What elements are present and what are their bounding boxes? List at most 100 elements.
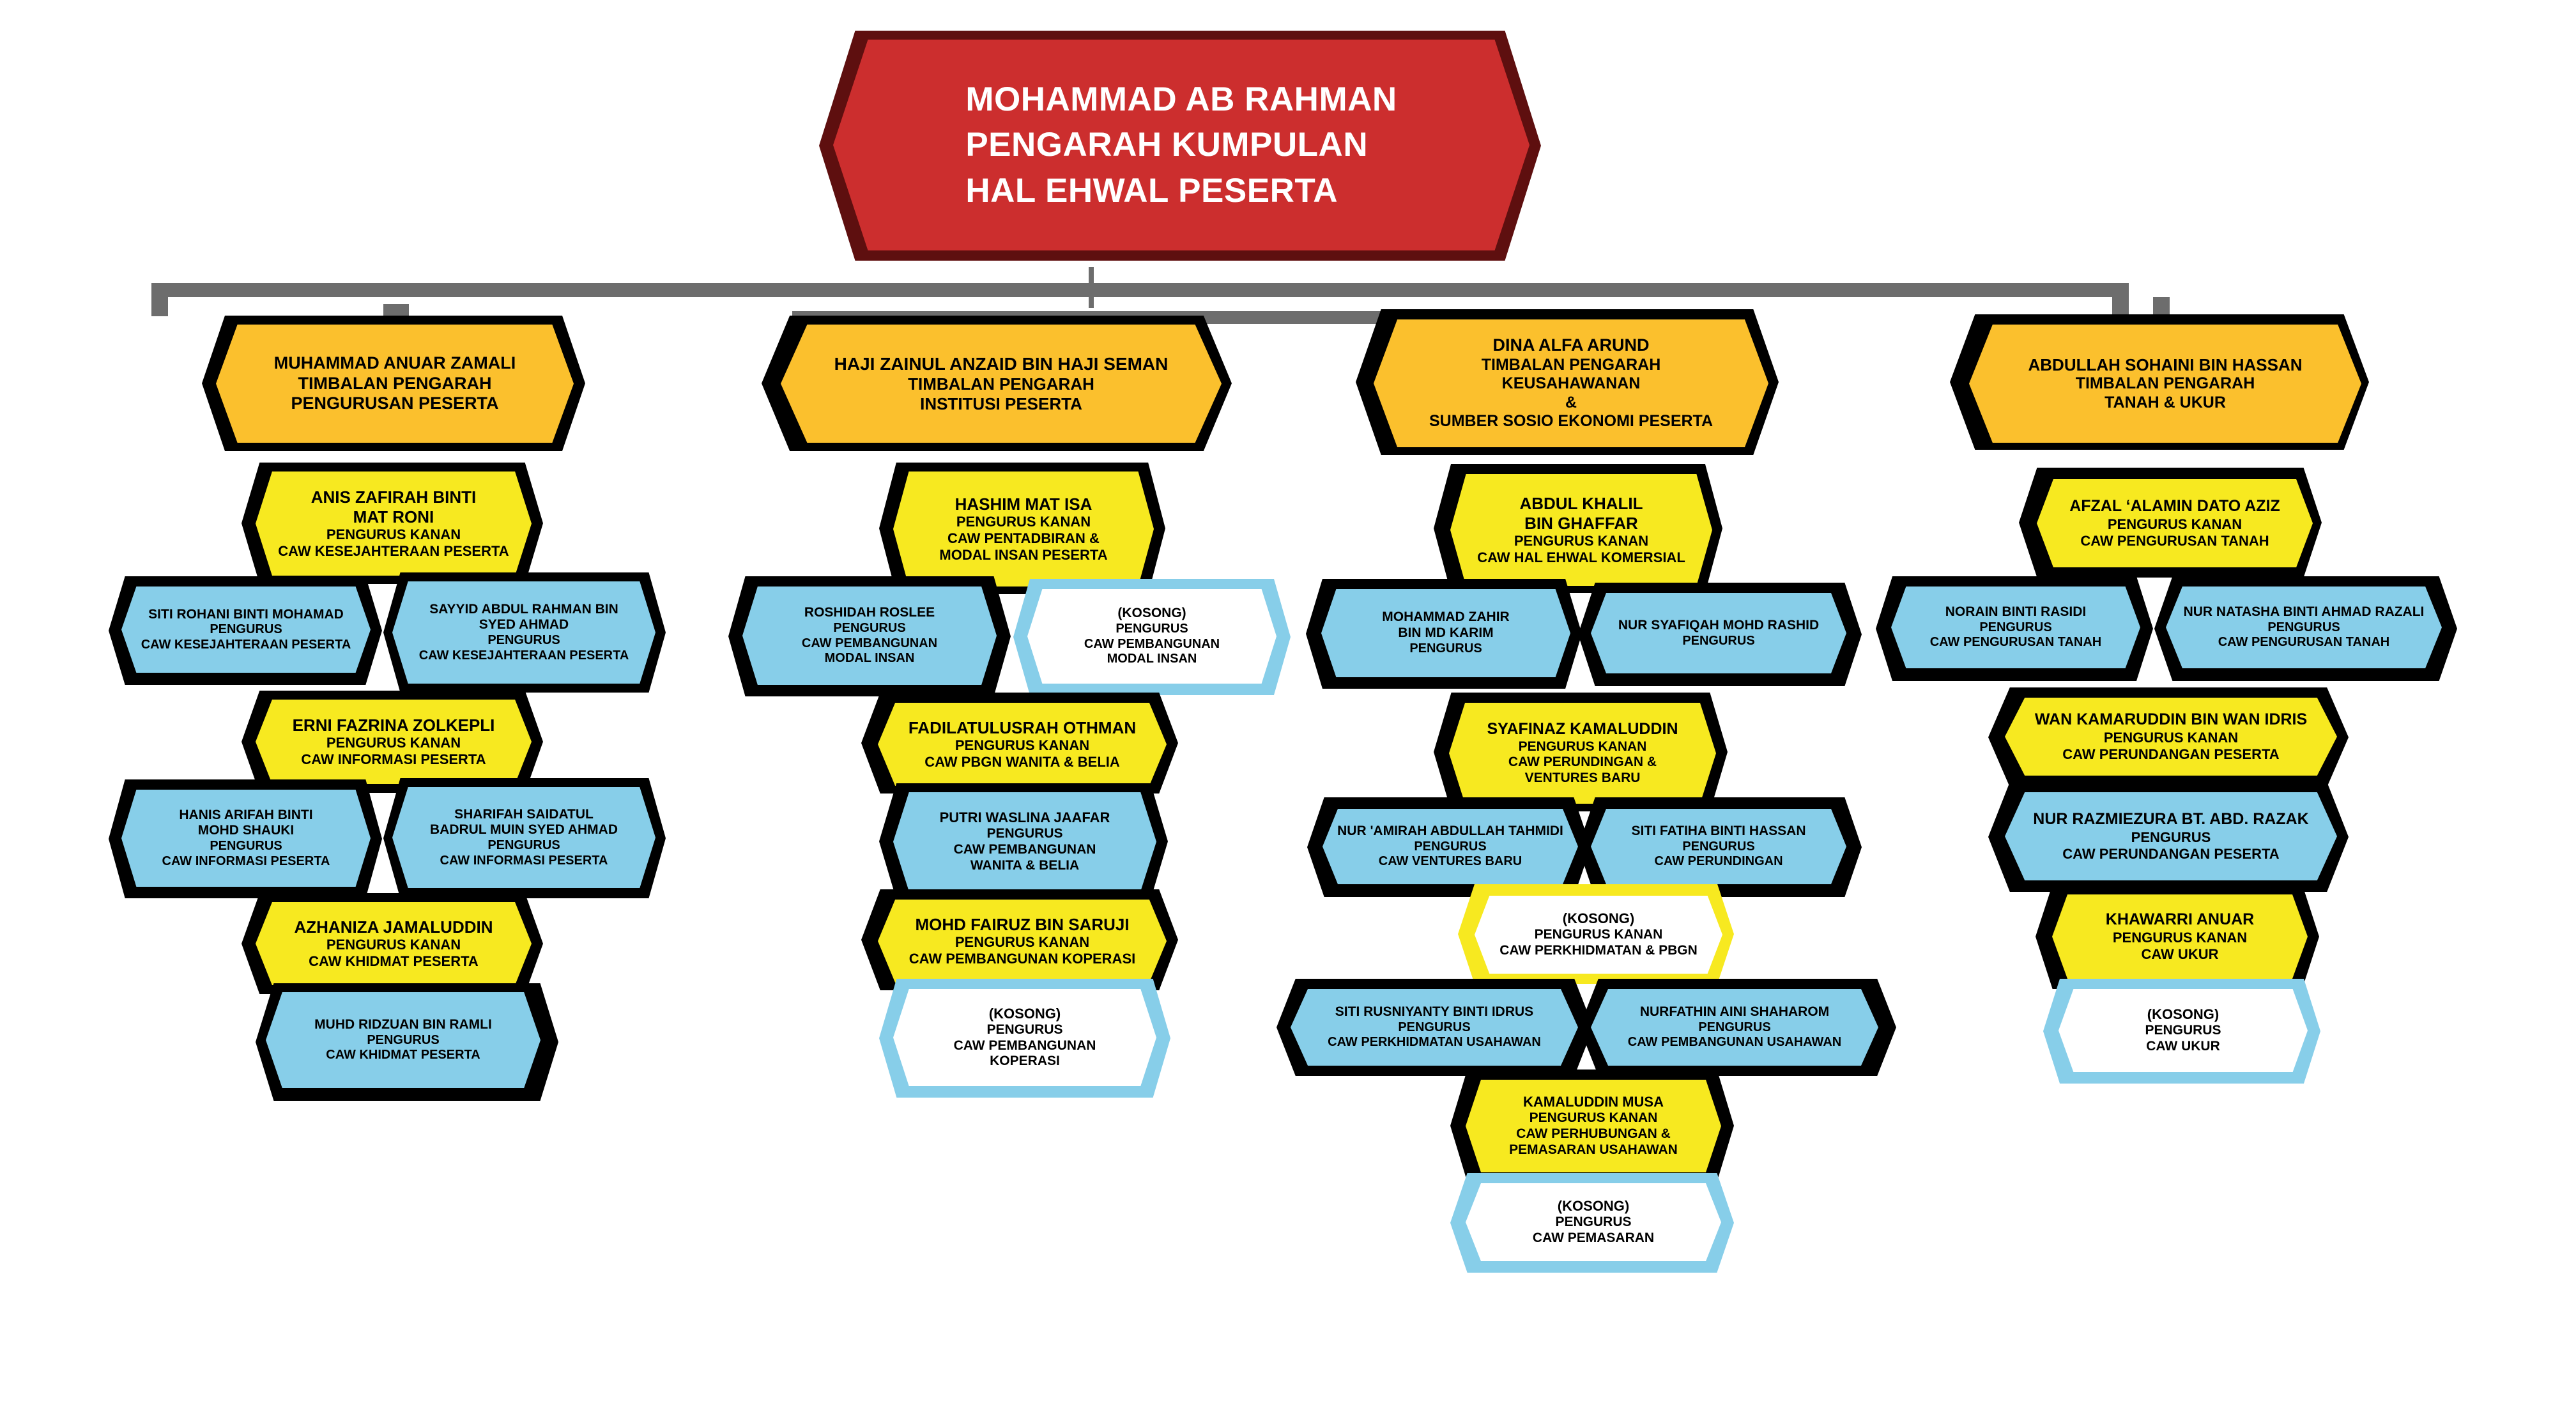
node-person-name: ERNI FAZRINA ZOLKEPLI: [292, 715, 495, 735]
node-position-title: PENGURUS KANAN: [1529, 1110, 1658, 1126]
node-person-name: ABDUL KHALIL: [1519, 493, 1643, 513]
node-position-title: PENGURUS: [833, 620, 906, 635]
node-person-name-cont: BIN GHAFFAR: [1524, 513, 1638, 533]
node-position-title: PENGURUS KANAN: [326, 937, 461, 953]
node-person-name: KAMALUDDIN MUSA: [1523, 1094, 1664, 1110]
node-person-name: ANIS ZAFIRAH BINTI: [310, 487, 477, 507]
node-person-name: MOHAMMAD ZAHIR: [1382, 610, 1510, 625]
node-position-title: PENGURUS: [1979, 620, 2052, 634]
node-person-name: HAJI ZAINUL ANZAID BIN HAJI SEMAN: [834, 354, 1169, 374]
node-position-title: PENGURUS: [2131, 829, 2211, 845]
node-person-name: AFZAL ‘ALAMIN DATO AZIZ: [2069, 497, 2280, 516]
node-person-name: DINA ALFA ARUND: [1492, 335, 1650, 355]
node-department: CAW UKUR: [2146, 1038, 2220, 1054]
node-person-name: FADILATULUSRAH OTHMAN: [908, 717, 1137, 737]
node-department: VENTURES BARU: [1524, 770, 1641, 786]
node-department: CAW PERUNDANGAN PESERTA: [2062, 746, 2280, 762]
node-person-name: NURFATHIN AINI SHAHAROM: [1639, 1004, 1830, 1020]
node-department: KEUSAHAWANAN: [1501, 374, 1641, 393]
node-person-name-cont: MOHD SHAUKI: [197, 823, 295, 838]
node-position-title: PENGURUS: [1414, 839, 1487, 854]
node-department: INSTITUSI PESERTA: [920, 394, 1082, 414]
node-department: CAW PERKHIDMATAN & PBGN: [1499, 942, 1698, 958]
node-person-name: SITI FATIHA BINTI HASSAN: [1631, 824, 1806, 839]
node-department: CAW PERUNDINGAN: [1654, 854, 1783, 869]
node-position-title: PENGURUS: [210, 622, 282, 637]
node-position-title: PENGURUS KANAN: [2112, 929, 2248, 946]
node-position-title: PENGURUS KANAN: [956, 514, 1091, 530]
node-department: CAW PEMBANGUNAN: [953, 1038, 1096, 1053]
node-position-title: PENGURUS KANAN: [326, 526, 461, 543]
node-position-title: TIMBALAN PENGARAH: [2075, 374, 2255, 393]
node-position-title: PENGURUS: [1555, 1215, 1632, 1230]
node-department: CAW PENTADBIRAN &: [947, 530, 1100, 547]
node-department: CAW PERKHIDMATAN USAHAWAN: [1328, 1035, 1541, 1050]
node-person-name: NORAIN BINTI RASIDI: [1945, 604, 2087, 620]
node-position-title: PENGURUS KANAN: [1518, 739, 1647, 754]
node-department: CAW KHIDMAT PESERTA: [309, 953, 479, 970]
node-position-title: TIMBALAN PENGARAH: [298, 373, 492, 393]
node-position-title: PENGURUS: [986, 1022, 1063, 1037]
node-position-title: TIMBALAN PENGARAH: [1481, 355, 1661, 374]
node-person-name: KHAWARRI ANUAR: [2105, 910, 2255, 929]
node-department: &: [1565, 393, 1577, 411]
root-name: MOHAMMAD AB RAHMAN: [965, 80, 1397, 119]
root-node-director[interactable]: MOHAMMAD AB RAHMAN PENGARAH KUMPULAN HAL…: [833, 40, 1529, 250]
node-position-title: PENGURUS: [210, 839, 282, 854]
node-person-name-cont: BIN MD KARIM: [1398, 625, 1494, 641]
node-person-name: SAYYID ABDUL RAHMAN BIN: [429, 601, 618, 617]
node-person-name: SITI RUSNIYANTY BINTI IDRUS: [1335, 1004, 1534, 1020]
node-department: CAW PEMBANGUNAN: [801, 636, 938, 650]
node-person-name: WAN KAMARUDDIN BIN WAN IDRIS: [2034, 710, 2308, 729]
node-position-title: PENGURUS: [1116, 621, 1188, 636]
node-department: WANITA & BELIA: [970, 857, 1080, 873]
node-department: CAW KESEJAHTERAAN PESERTA: [418, 648, 629, 663]
node-person-name-cont: BADRUL MUIN SYED AHMAD: [430, 822, 618, 838]
node-person-name: NUR NATASHA BINTI AHMAD RAZALI: [2183, 604, 2425, 620]
node-department: CAW INFORMASI PESERTA: [301, 751, 486, 768]
node-position-title: PENGURUS KANAN: [326, 735, 461, 751]
node-department: CAW KESEJAHTERAAN PESERTA: [141, 637, 351, 652]
node-person-name: ABDULLAH SOHAINI BIN HASSAN: [2028, 355, 2303, 374]
node-person-name: (KOSONG): [1557, 1198, 1630, 1215]
node-position-title: PENGURUS KANAN: [2103, 729, 2239, 746]
node-department: CAW HAL EHWAL KOMERSIAL: [1477, 549, 1685, 566]
